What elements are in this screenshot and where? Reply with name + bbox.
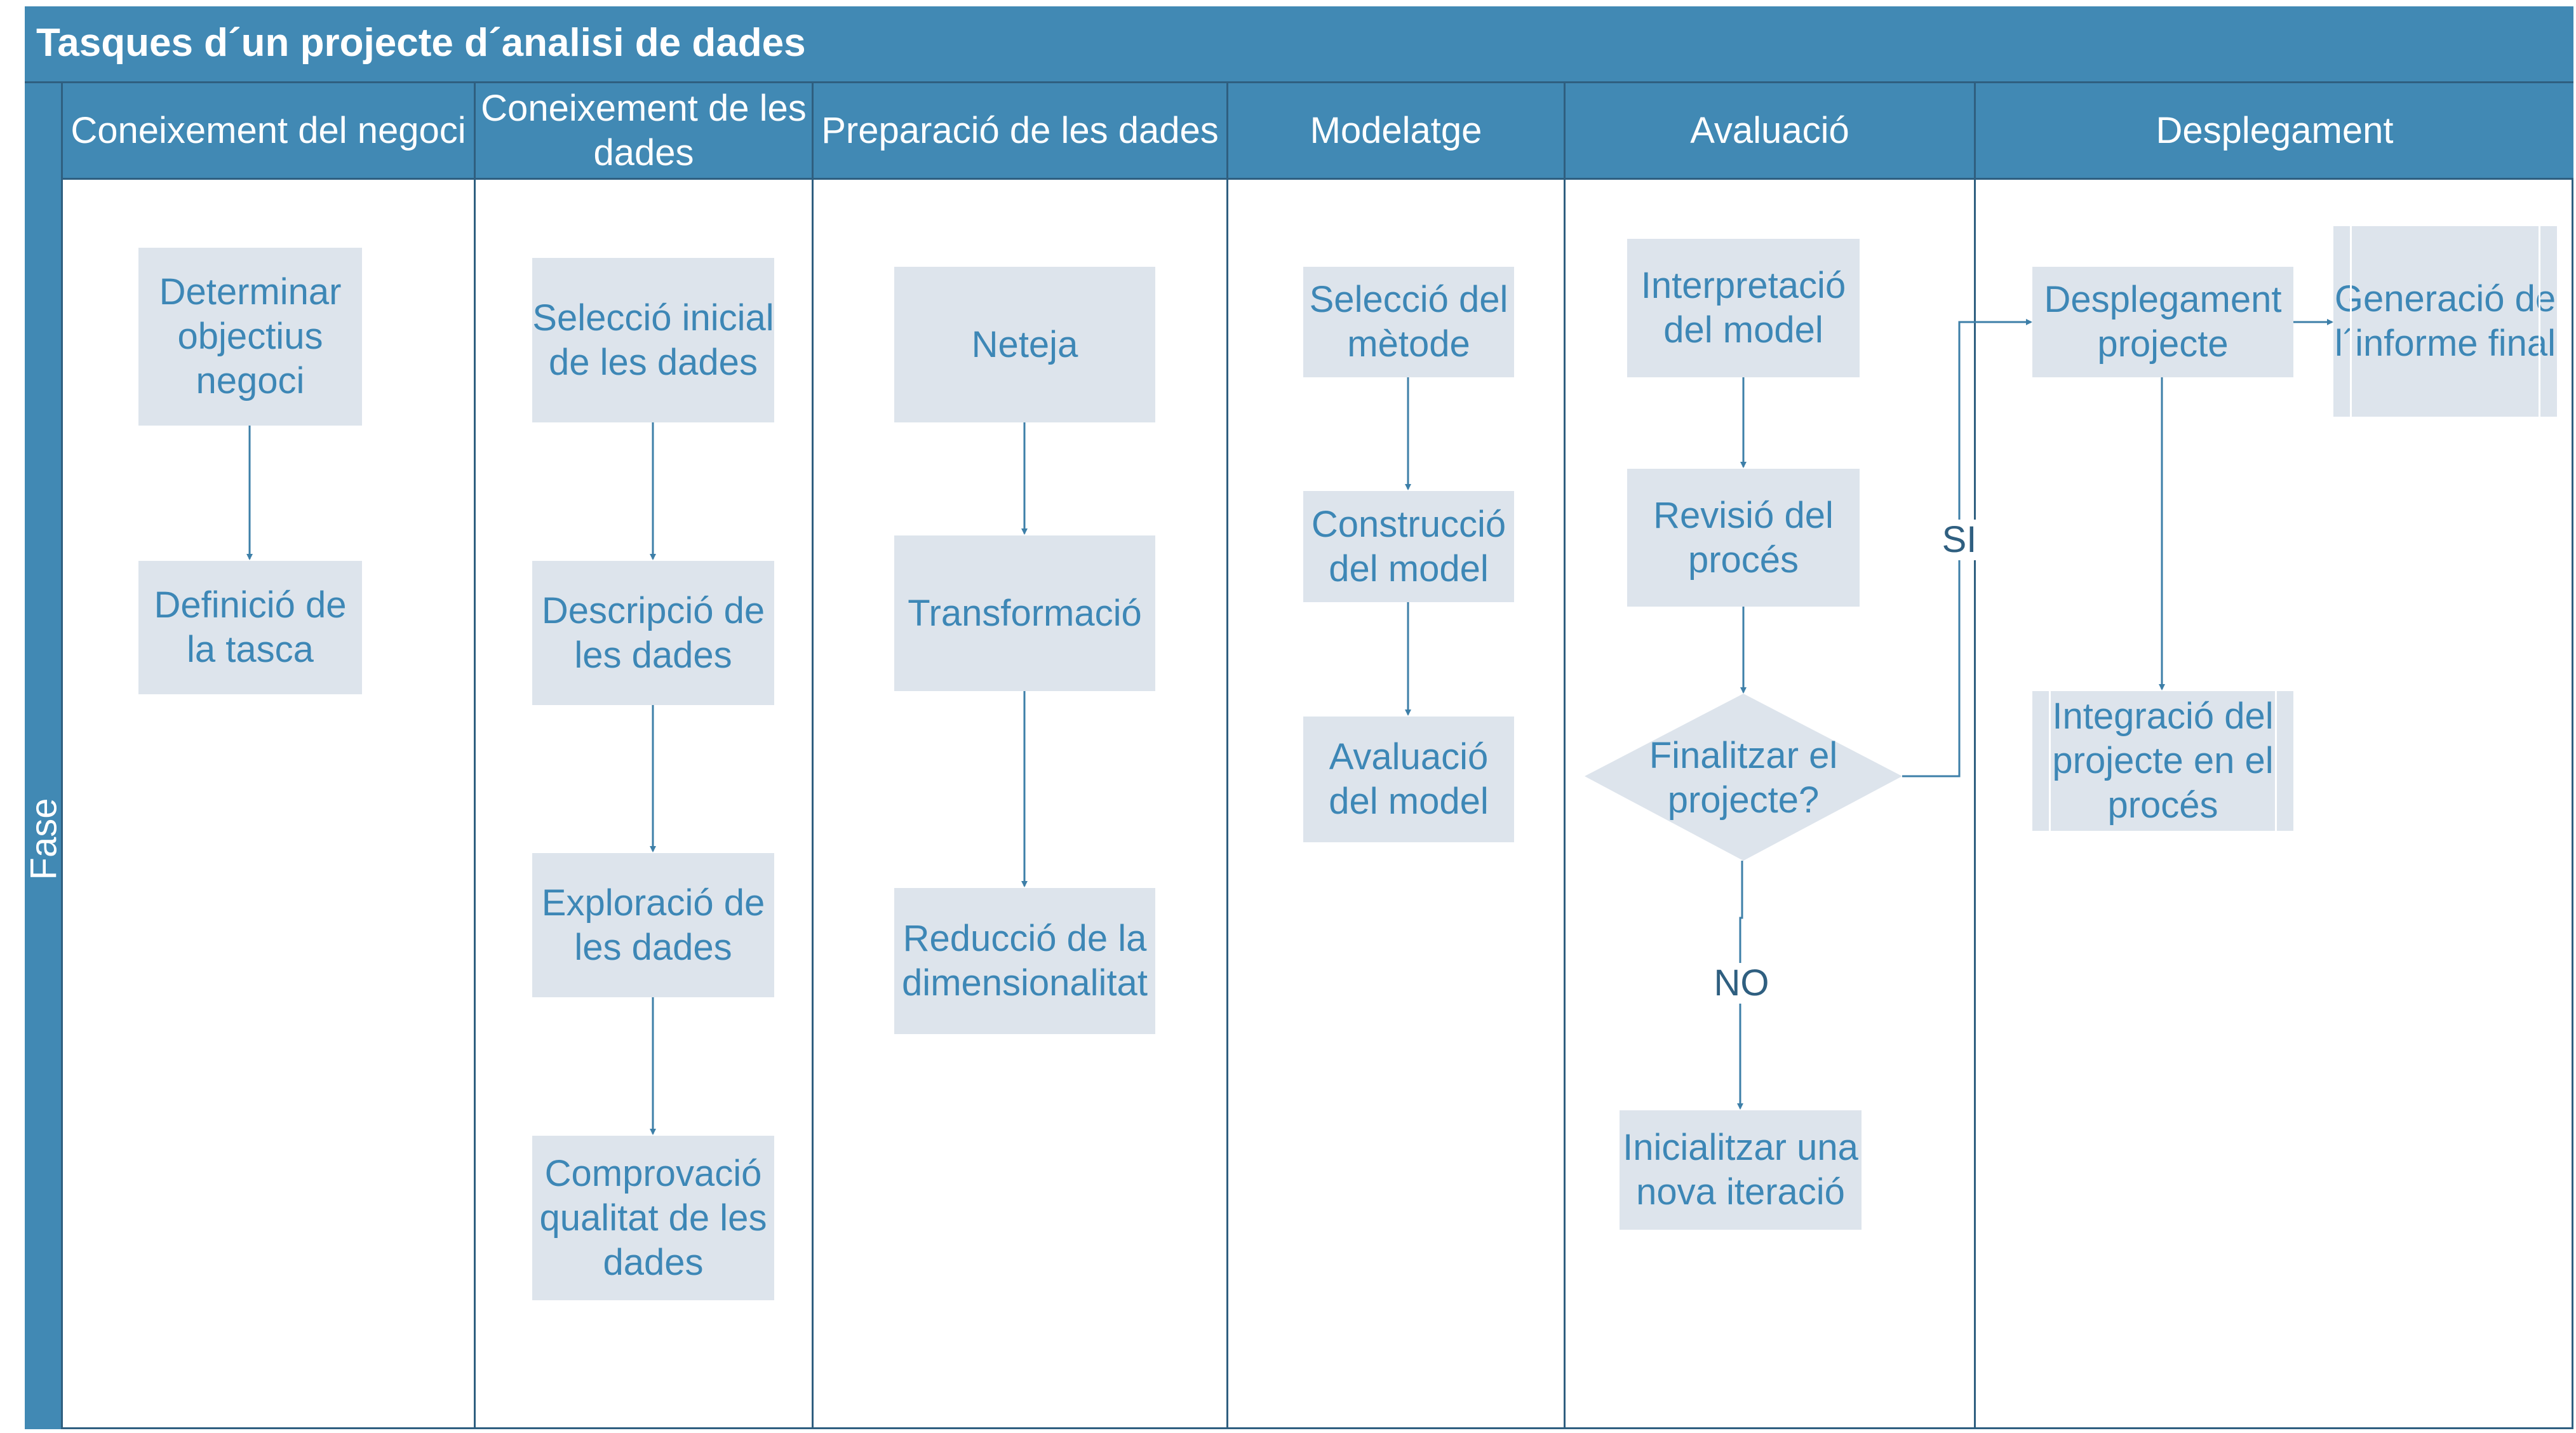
node-determinar-objectius: Determinar objectius negoci — [138, 248, 362, 426]
node-seleccio-inicial: Selecció inicial de les dades — [532, 258, 774, 422]
arrow-finalitzar-inicialitzar — [1737, 861, 1743, 1110]
edge-label-no: NO — [1714, 962, 1769, 1004]
diagram-title: Tasques d´un projecte d´analisi de dades — [36, 21, 806, 65]
edge-label-si: SI — [1942, 519, 1977, 560]
lane-header-evaluation: Avaluació — [1566, 83, 1976, 180]
phase-sidebar: Fase — [23, 83, 65, 1429]
node-definicio-tasca: Definició de la tasca — [138, 561, 362, 694]
lane-data-understanding — [476, 180, 814, 1429]
lane-header-business: Coneixement del negoci — [63, 83, 476, 180]
node-seleccio-metode: Selecció del mètode — [1303, 267, 1514, 377]
node-interpretacio-model: Interpretació del model — [1627, 239, 1860, 377]
lane-header-data-understanding: Coneixement de les dades — [476, 83, 814, 180]
node-comprovacio-qualitat: Comprovació qualitat de les dades — [532, 1136, 774, 1300]
node-exploracio-dades: Exploració de les dades — [532, 853, 774, 997]
node-reduccio-dimensionalitat: Reducció de la dimensionalitat — [894, 888, 1155, 1034]
lane-data-preparation — [814, 180, 1228, 1429]
lane-business — [63, 180, 476, 1429]
lane-evaluation — [1566, 180, 1976, 1429]
lane-header-modeling: Modelatge — [1228, 83, 1566, 180]
node-avaluacio-model: Avaluació del model — [1303, 716, 1514, 842]
node-transformacio: Transformació — [894, 535, 1155, 691]
node-neteja: Neteja — [894, 267, 1155, 422]
node-inicialitzar-iteracio: Inicialitzar una nova iteració — [1620, 1110, 1862, 1230]
decision-diamond — [1585, 694, 1902, 861]
lane-modeling — [1228, 180, 1566, 1429]
node-integracio-proces: Integració del projecte en el procés — [2032, 691, 2293, 831]
node-generacio-informe: Generació de l´informe final — [2333, 226, 2557, 417]
title-bar: Tasques d´un projecte d´analisi de dades — [25, 6, 2573, 83]
node-descripcio-dades: Descripció de les dades — [532, 561, 774, 705]
node-finalitzar-projecte: Finalitzar el projecte? — [1649, 735, 1838, 821]
lane-header-deployment: Desplegament — [1976, 83, 2573, 180]
node-desplegament-projecte: Desplegament projecte — [2032, 267, 2293, 377]
lane-header-data-preparation: Preparació de les dades — [814, 83, 1228, 180]
node-construccio-model: Construcció del model — [1303, 491, 1514, 602]
node-revisio-proces: Revisió del procés — [1627, 469, 1860, 607]
